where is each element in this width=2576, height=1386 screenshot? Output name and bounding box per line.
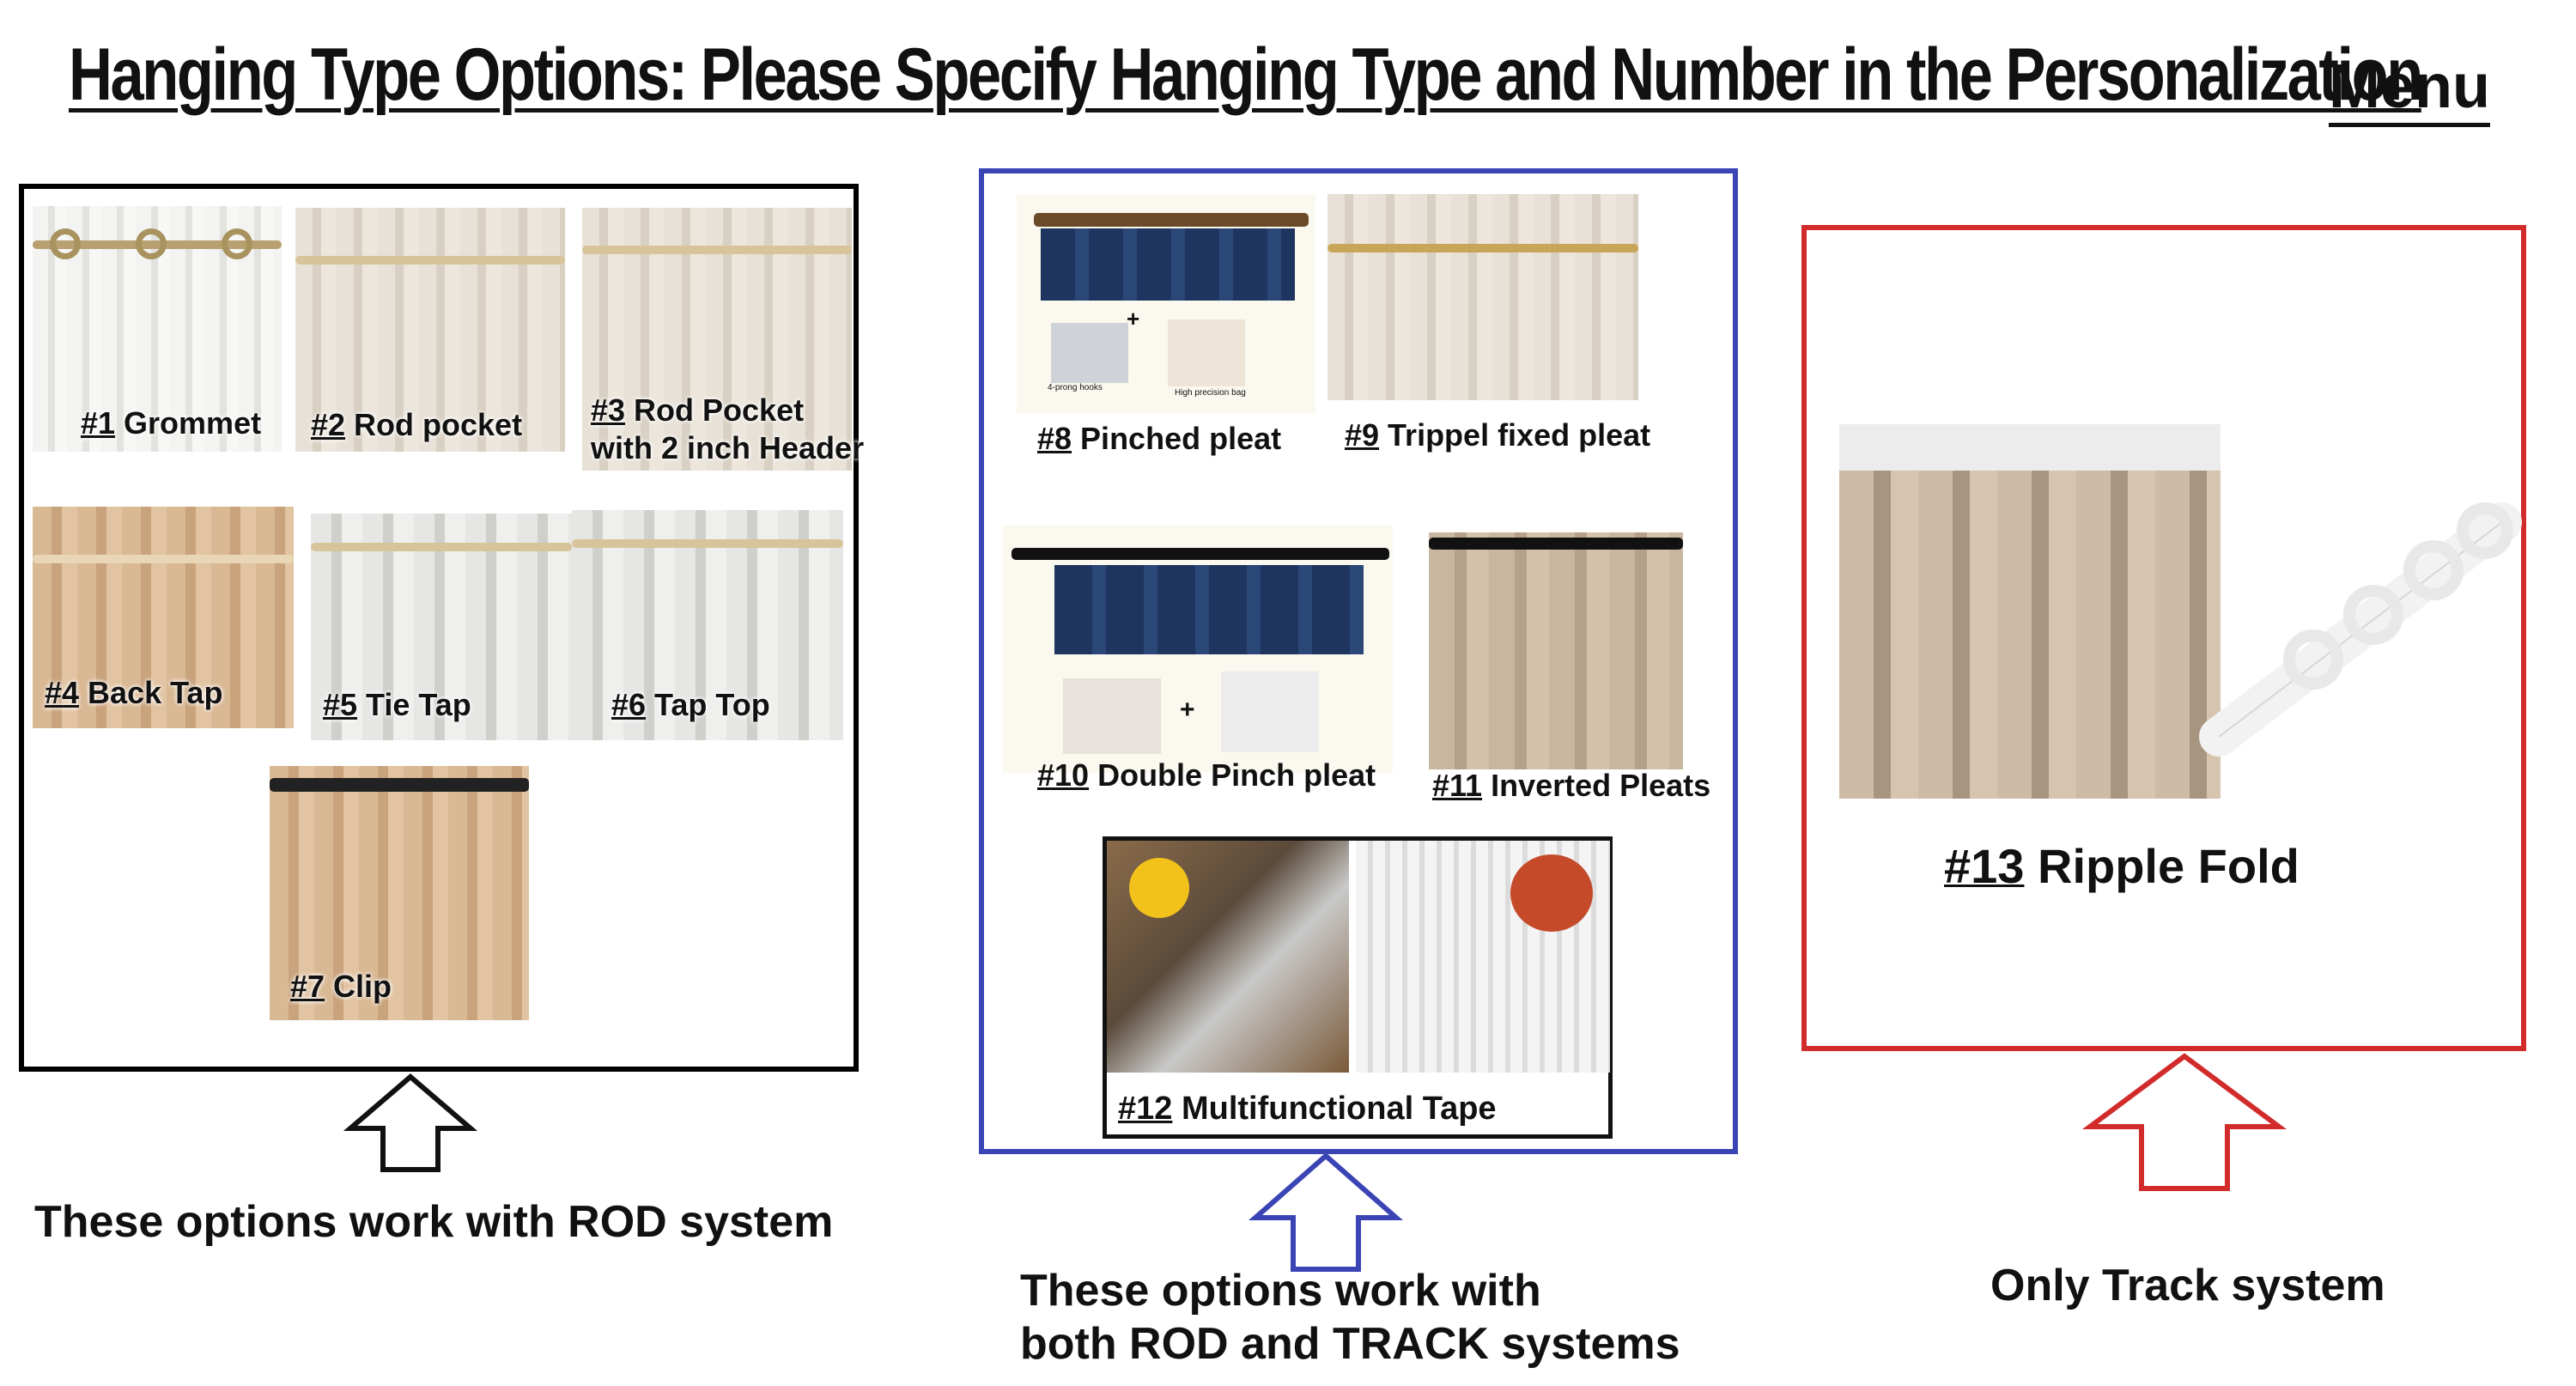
plus-sign-8: + [1127, 306, 1140, 331]
option-inverted-pleats-image[interactable] [1429, 532, 1683, 769]
option-rod-pocket-image[interactable]: #2 Rod pocket [295, 208, 565, 452]
option-label-10: #10 Double Pinch pleat [1037, 757, 1376, 793]
option-trippel-pleat-image[interactable] [1327, 194, 1638, 400]
option-label-13: #13 Ripple Fold [1944, 839, 2300, 893]
both-caption-line2: both ROD and TRACK systems [1020, 1319, 1680, 1369]
plus-sign-10: + [1180, 696, 1195, 724]
option-back-tap-image[interactable]: #4 Back Tap [33, 507, 294, 728]
tape-caption: High precision bag [1175, 388, 1246, 398]
option-double-pinch-image[interactable]: + [1003, 526, 1393, 773]
option-tie-tap-image[interactable]: #5 Tie Tap [311, 514, 572, 740]
option-label-2: #2 Rod pocket [311, 407, 523, 442]
ripple-track-illustration [2199, 502, 2522, 757]
both-caption: These options work with both ROD and TRA… [1020, 1264, 1680, 1371]
option-label-7: #7 Clip [290, 969, 392, 1004]
option-label-11: #11 Inverted Pleats [1432, 768, 1711, 803]
rod-caption: These options work with ROD system [34, 1197, 834, 1247]
rod-arrow-icon [343, 1073, 478, 1172]
option-label-4: #4 Back Tap [45, 675, 223, 710]
page-title: Hanging Type Options: Please Specify Han… [69, 33, 2507, 121]
option-tap-top-image[interactable]: #6 Tap Top [572, 510, 843, 740]
option-multifunctional-tape-image[interactable] [1103, 836, 1613, 1139]
option-grommet-image[interactable]: #1 Grommet [33, 206, 282, 452]
rod-and-track-options-panel: + 4-prong hooks High precision bag #8 Pi… [979, 168, 1738, 1154]
option-label-1: #1 Grommet [81, 405, 262, 441]
option-pinched-pleat-image[interactable]: + 4-prong hooks High precision bag [1017, 194, 1315, 414]
option-label-9: #9 Trippel fixed pleat [1345, 417, 1651, 453]
option-clip-image[interactable]: #7 Clip [270, 766, 529, 1020]
option-ripple-fold-image[interactable] [1839, 424, 2221, 799]
option-label-6: #6 Tap Top [611, 687, 770, 722]
track-arrow-icon [2081, 1053, 2287, 1191]
title-menu-word: Menu [2329, 52, 2490, 121]
option-label-12: #12 Multifunctional Tape [1118, 1091, 1497, 1127]
track-caption: Only Track system [1990, 1261, 2385, 1310]
title-main: Hanging Type Options: Please Specify Han… [69, 33, 2423, 116]
both-caption-line1: These options work with [1020, 1266, 1541, 1316]
option-label-8: #8 Pinched pleat [1037, 421, 1282, 456]
track-options-panel: #13 Ripple Fold [1801, 225, 2526, 1051]
hooks-caption: 4-prong hooks [1048, 383, 1103, 392]
option-label-5: #5 Tie Tap [323, 687, 471, 722]
both-arrow-icon [1249, 1152, 1403, 1272]
